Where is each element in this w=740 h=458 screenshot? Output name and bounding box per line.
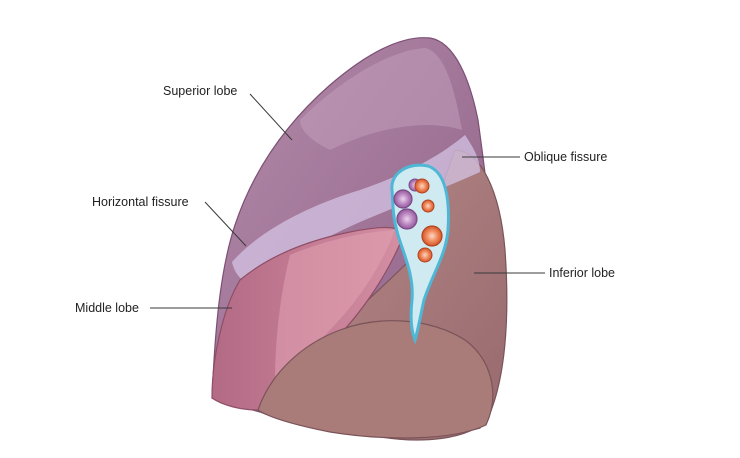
diaphragmatic-surface [257,320,494,439]
label-inferior-lobe: Inferior lobe [549,266,615,280]
label-oblique-fissure: Oblique fissure [524,150,607,164]
pulmonary-vein-2 [396,208,418,230]
pulmonary-vein-1 [393,189,413,209]
pulmonary-artery-1 [414,178,430,194]
middle-lobe-facet [275,230,395,382]
bronchus-2 [417,247,433,263]
bronchus-1 [421,225,443,247]
label-horizontal-fissure: Horizontal fissure [92,195,189,209]
pulmonary-artery-2 [421,199,435,213]
leader-superior-lobe [249,93,293,141]
label-middle-lobe: Middle lobe [75,301,139,315]
superior-lobe-highlight [300,48,462,150]
label-superior-lobe: Superior lobe [163,84,237,98]
leader-horizontal-fissure [204,201,247,247]
